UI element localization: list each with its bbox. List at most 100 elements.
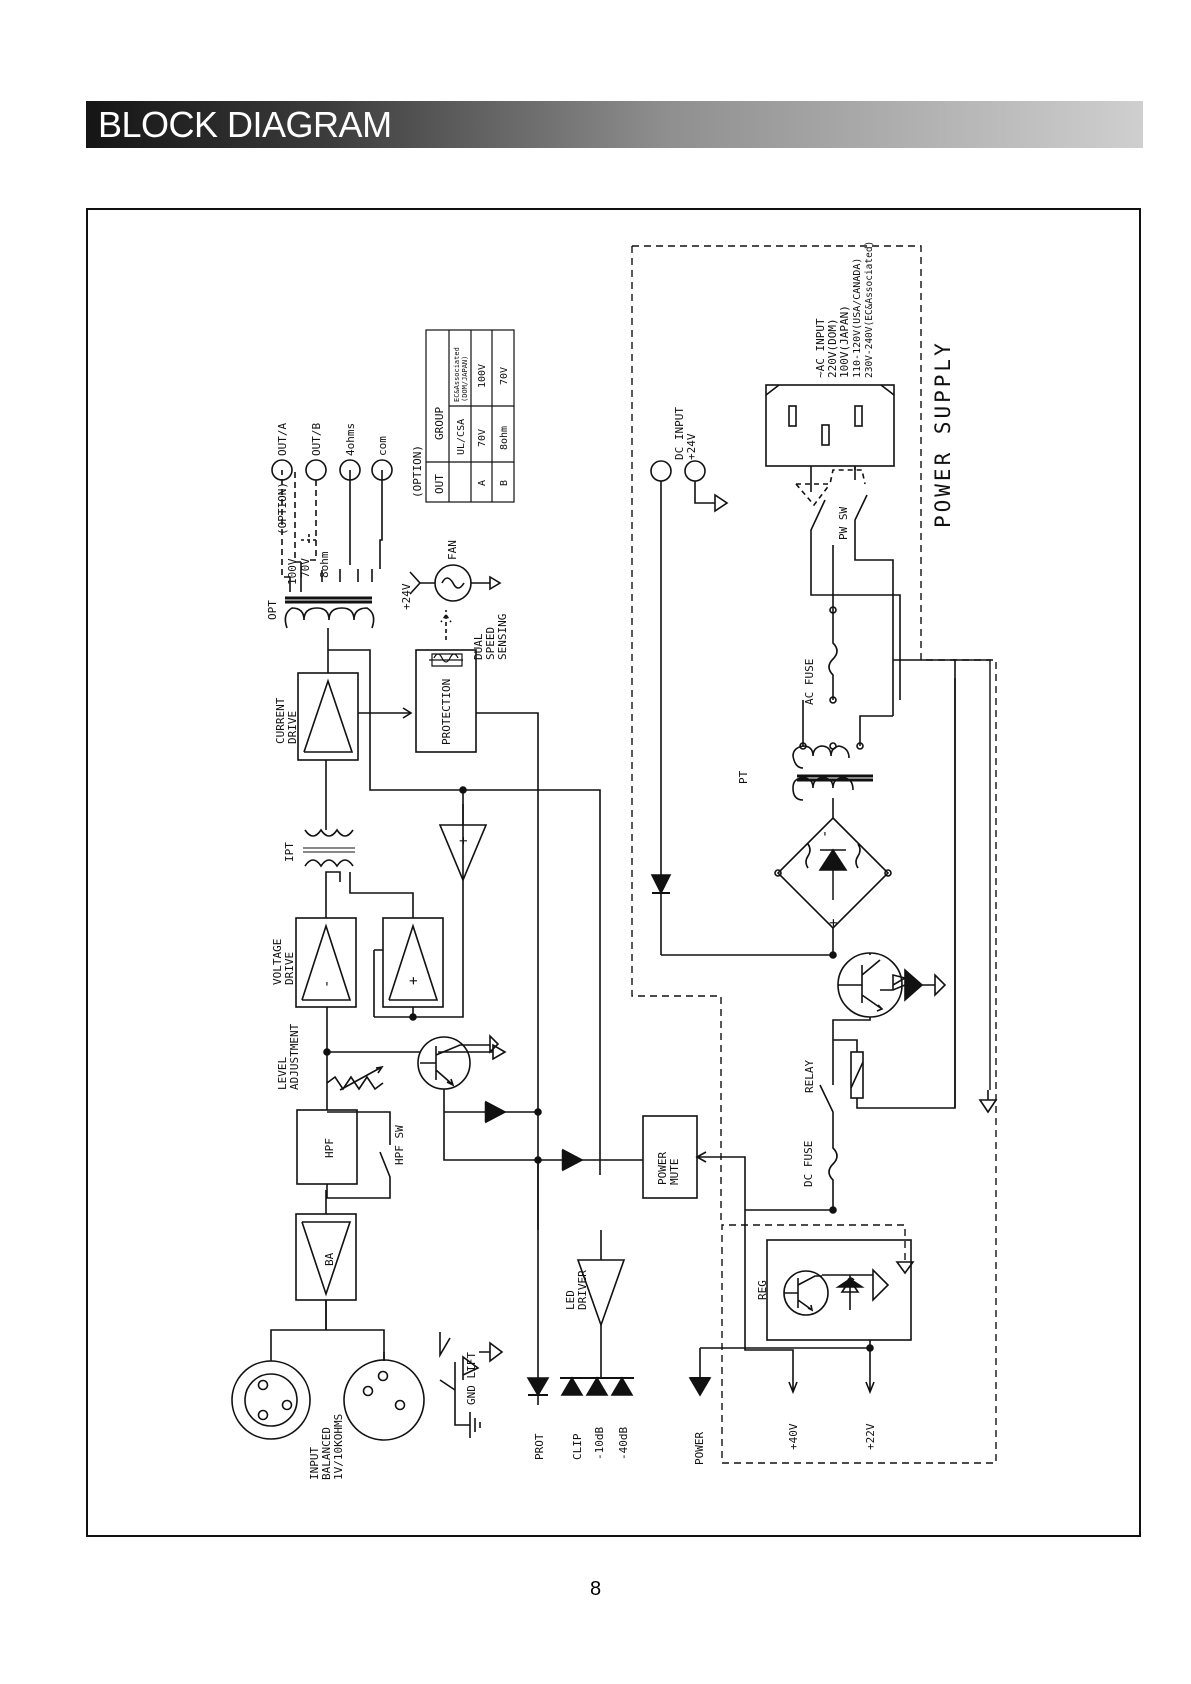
- section-header-bar: BLOCK DIAGRAM: [86, 101, 1143, 148]
- out-4ohms-label: 4ohms: [344, 423, 357, 456]
- voltage-drive-label-1: VOLTAGE: [271, 939, 284, 985]
- ac-input-socket: [765, 384, 895, 467]
- ac-input-label-4: 110-120V(USA/CANADA): [852, 258, 863, 378]
- option-table-col-ul: UL/CSA: [456, 419, 467, 455]
- option-table-row-a: A: [477, 480, 488, 486]
- led-driver-label-2: DRIVER: [576, 1270, 589, 1310]
- ac-input-label-1: ~AC INPUT: [814, 318, 827, 378]
- dc-input-terminal-2: [684, 460, 706, 482]
- voltage-drive-label-2: DRIVE: [283, 952, 296, 985]
- tap-100v-label: 100V: [286, 558, 299, 585]
- fan-label: FAN: [446, 540, 459, 560]
- current-drive-block: [297, 672, 359, 761]
- diode-2: [562, 1148, 584, 1172]
- power-mute-label-2: MUTE: [668, 1159, 681, 1186]
- ipt-label: IPT: [283, 842, 296, 862]
- opt-transformer: [284, 596, 375, 629]
- out-b-label: OUT/B: [310, 423, 323, 456]
- power-supply-label: POWER SUPPLY: [931, 340, 955, 528]
- current-drive-label-1: CURRENT: [274, 697, 287, 744]
- minus-40db-label: -40dB: [617, 1427, 630, 1460]
- option-table-b-ec: 70V: [499, 367, 510, 385]
- out-com-label: com: [376, 436, 389, 456]
- power-supply-boundary: [631, 245, 997, 1464]
- plus-sign-comp-amp: +: [406, 977, 422, 985]
- compensation-amp-block: [382, 917, 444, 1008]
- power-led-label: POWER: [693, 1432, 706, 1465]
- power-led: [688, 1377, 712, 1397]
- diagram-frame: [86, 208, 1141, 1537]
- prot-label: PROT: [533, 1433, 546, 1460]
- ba-label: BA: [323, 1252, 336, 1266]
- option-table-b-ul: 8ohm: [499, 426, 510, 450]
- plus-40v-label: +40V: [787, 1423, 800, 1450]
- reg-block: [766, 1239, 912, 1341]
- level-adjustment-label-2: ADJUSTMENT: [288, 1023, 301, 1090]
- out-a-terminal: [271, 459, 293, 481]
- ac-input-label-2: 220V(DOM): [826, 318, 839, 378]
- option-table-heading: (OPTION): [411, 445, 424, 498]
- bridge-rectifier: [774, 816, 892, 930]
- option-table-out: OUT: [433, 474, 446, 494]
- dc-input-label-1: DC INPUT: [673, 407, 686, 460]
- clip-label: CLIP: [571, 1433, 584, 1460]
- protection-block: [415, 649, 477, 753]
- out-b-terminal: [305, 459, 327, 481]
- protection-label: PROTECTION: [440, 679, 453, 745]
- out-a-label: OUT/A: [276, 423, 289, 456]
- plus-sign-ipt-amp: +: [456, 837, 472, 845]
- minus-10db-label: -10dB: [593, 1427, 606, 1460]
- opt-label: OPT: [266, 600, 279, 620]
- option-table-row-b: B: [499, 480, 510, 486]
- input-label-2: BALANCED: [320, 1427, 333, 1480]
- dual-speed-label-2: SPEED: [484, 627, 497, 660]
- option-table-a-ec: 100V: [477, 364, 488, 388]
- dc-input-diode: [650, 874, 672, 895]
- xlr-input-connector-2: [343, 1359, 425, 1441]
- bridge-plus-sign: +: [826, 919, 842, 927]
- input-label-3: 1V/10KOHMS: [332, 1414, 345, 1480]
- xlr-input-connector-1: [231, 1360, 311, 1440]
- plus-22v-label: +22V: [864, 1423, 877, 1450]
- level-adjustment-label-1: LEVEL: [276, 1057, 289, 1090]
- dual-speed-label-1: DUAL: [472, 633, 485, 660]
- pt-transformer: [792, 745, 873, 801]
- led-driver-label-1: LED: [564, 1290, 577, 1310]
- dc-input-terminal-1: [650, 460, 672, 482]
- page-number: 8: [589, 1578, 602, 1600]
- ac-fuse-label: AC FUSE: [803, 659, 816, 705]
- bridge-minus-sign: -: [817, 830, 833, 838]
- option-table-a-ul: 70V: [477, 429, 488, 447]
- voltage-drive-block: [295, 917, 357, 1008]
- plus-24v-fan-label: +24V: [400, 583, 413, 610]
- hpf-label: HPF: [323, 1138, 336, 1158]
- option-label: (OPTION): [276, 482, 289, 535]
- pw-sw-label: PW SW: [837, 507, 850, 540]
- relay-label: RELAY: [803, 1060, 816, 1093]
- ipt-transformer: [303, 828, 355, 868]
- diode-1: [485, 1100, 507, 1124]
- minus-sign-voltage-drive: -: [319, 980, 335, 988]
- hpf-sw-label: HPF SW: [393, 1125, 406, 1165]
- option-table: [425, 329, 515, 503]
- section-title: BLOCK DIAGRAM: [98, 104, 392, 145]
- option-table-col-ec-2: (DOM/JAPAN): [461, 356, 469, 402]
- ac-input-label-5: 230V-240V(EC&Associated): [864, 241, 875, 378]
- dc-input-label-2: +24V: [685, 433, 698, 460]
- option-table-group: GROUP: [433, 407, 446, 440]
- pt-label: PT: [737, 770, 750, 784]
- dual-speed-label-3: SENSING: [496, 614, 509, 660]
- tap-8ohm-label: 8ohm: [318, 551, 331, 578]
- current-drive-label-2: DRIVE: [286, 711, 299, 744]
- tap-70v-label: 70V: [299, 558, 312, 578]
- power-mute-label-1: POWER: [656, 1152, 669, 1185]
- out-com-terminal: [371, 459, 393, 481]
- ac-input-label-3: 100V(JAPAN): [838, 305, 851, 378]
- prot-led: [526, 1377, 550, 1397]
- out-4ohms-terminal: [339, 459, 361, 481]
- input-label-1: INPUT: [308, 1447, 321, 1480]
- option-table-col-ec-1: EC&Associated: [453, 347, 461, 402]
- reg-label: REG: [756, 1280, 769, 1300]
- dc-fuse-label: DC FUSE: [802, 1141, 815, 1187]
